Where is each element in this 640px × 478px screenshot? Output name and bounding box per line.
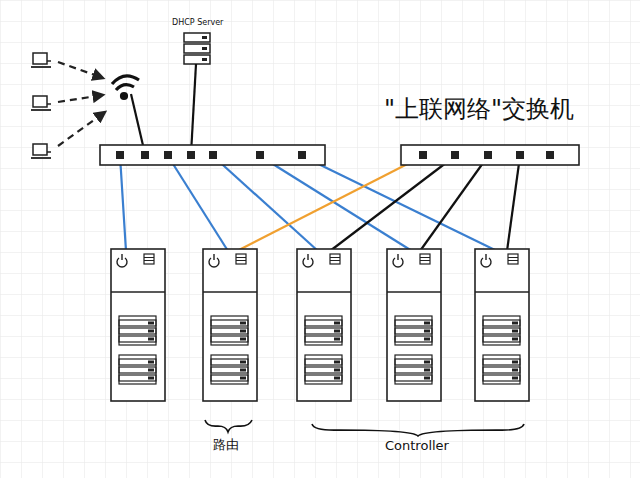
server-icon: [475, 249, 529, 401]
laptop-icon: [31, 96, 51, 110]
wireless-link: [58, 62, 105, 146]
laptop-icon: [31, 144, 51, 158]
server-label: DHCP Server: [172, 18, 223, 27]
node-text: DHCP Server: [172, 18, 223, 27]
network-switch: [100, 145, 579, 165]
group-label: 路由: [213, 436, 239, 454]
dhcp-server-icon: [184, 33, 210, 64]
server-icon: [387, 249, 441, 401]
server-icon: [111, 249, 165, 401]
node-text: "上联网络"交换机: [384, 93, 574, 125]
laptop-icon: [31, 53, 51, 67]
group-label: Controller: [385, 438, 449, 453]
brace: [205, 420, 524, 436]
wifi-icon: [112, 76, 139, 99]
server-icon: [203, 249, 257, 401]
switch-label: "上联网络"交换机: [384, 93, 574, 125]
server-icon: [297, 249, 351, 401]
